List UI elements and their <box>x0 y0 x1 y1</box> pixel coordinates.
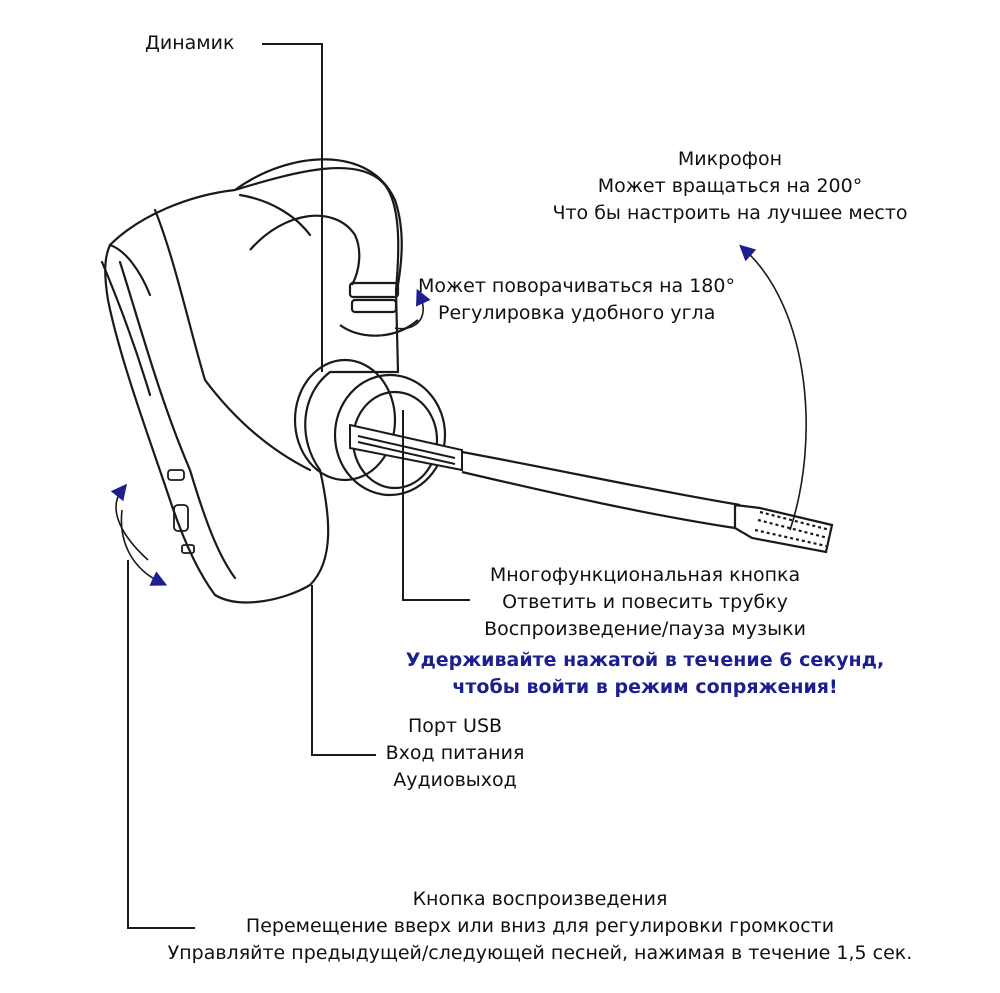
label-speaker: Динамик <box>145 32 235 54</box>
ear-hook <box>234 158 403 286</box>
mic-boom <box>461 450 834 554</box>
down-arrow <box>120 509 168 586</box>
mic-base <box>293 358 447 497</box>
label-microphone: Микрофон Может вращаться на 200° Что бы … <box>552 148 908 224</box>
label-multifunction-button: Многофункциональная кнопка Ответить и по… <box>484 564 806 640</box>
button-leader <box>402 410 470 601</box>
headset-body <box>100 166 400 604</box>
mic-rotation-arrow <box>739 244 807 531</box>
speaker-leader <box>262 43 323 372</box>
side-buttons-shape <box>167 469 195 554</box>
label-play-button: Кнопка воспроизведения Перемещение вверх… <box>167 888 913 964</box>
leader-lines <box>127 43 470 929</box>
rotation-arrows <box>110 244 807 586</box>
usb-leader <box>311 585 376 756</box>
label-rotation: Может поворачиваться на 180° Регулировка… <box>418 275 735 324</box>
label-pairing-note: Удерживайте нажатой в течение 6 секунд, … <box>405 649 885 698</box>
up-arrow <box>110 483 149 561</box>
hinge-rotation-arrow <box>394 288 431 330</box>
rotation-joint <box>339 281 419 337</box>
play-button-leader <box>127 560 195 929</box>
label-usb-port: Порт USB Вход питания Аудиовыход <box>385 715 525 791</box>
multifunction-button-shape <box>349 423 463 472</box>
